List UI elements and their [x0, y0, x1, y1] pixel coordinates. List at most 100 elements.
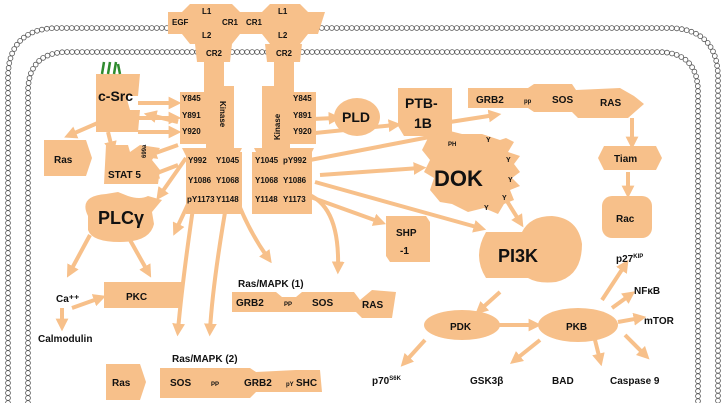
lipid-head — [25, 225, 31, 231]
lipid-head — [383, 25, 390, 31]
lipid-head — [629, 49, 635, 55]
lipid-head — [638, 25, 645, 31]
lipid-head — [474, 49, 480, 55]
py-label: pY — [286, 382, 294, 388]
lipid-head — [613, 25, 620, 31]
pi3k-label: PI3K — [498, 246, 538, 266]
lipid-head — [695, 328, 701, 334]
lipid-head — [695, 208, 701, 214]
lipid-head — [715, 172, 721, 179]
lipid-head — [418, 25, 425, 31]
lipid-head — [25, 80, 32, 86]
lipid-head — [338, 25, 345, 31]
lipid-head — [695, 118, 701, 124]
lipid-head — [695, 228, 701, 234]
lipid-head — [14, 41, 20, 48]
lipid-head — [25, 135, 31, 141]
left-y891: Y891 — [182, 111, 201, 120]
lipid-head — [682, 56, 689, 63]
lipid-head — [124, 49, 130, 55]
lipid-head — [5, 195, 11, 201]
lipid-head — [715, 362, 721, 369]
p27-label: p27KIP — [616, 254, 643, 265]
lipid-head — [5, 240, 11, 246]
lipid-head — [715, 252, 721, 259]
lipid-head — [695, 258, 701, 264]
lipid-head — [25, 105, 31, 111]
lipid-head — [6, 60, 13, 66]
left-y1148: Y1148 — [216, 195, 239, 204]
lipid-head — [695, 343, 701, 349]
lipid-head — [79, 49, 85, 55]
lipid-head — [599, 49, 605, 55]
lipid-head — [89, 25, 95, 31]
lipid-head — [343, 25, 350, 31]
lipid-head — [694, 78, 700, 84]
lipid-head — [695, 198, 701, 204]
lipid-head — [25, 390, 31, 396]
lipid-head — [25, 260, 31, 266]
lipid-head — [29, 29, 36, 36]
lipid-head — [588, 25, 595, 31]
lipid-head — [69, 49, 75, 55]
lipid-head — [695, 168, 701, 174]
lipid-head — [653, 25, 660, 31]
pkb-label: PKB — [566, 322, 587, 333]
lipid-head — [695, 348, 701, 354]
lipid-head — [494, 49, 500, 55]
lipid-head — [119, 25, 125, 31]
left-l2-label: L2 — [202, 31, 212, 40]
mtor-label: mTOR — [644, 316, 675, 327]
pdk-node: PDK — [424, 310, 500, 340]
lipid-head — [34, 27, 40, 34]
lipid-head — [444, 49, 450, 55]
lipid-head — [373, 25, 380, 31]
lipid-head — [5, 280, 11, 286]
lipid-head — [695, 203, 701, 209]
lipid-head — [25, 85, 31, 91]
lipid-head — [149, 25, 155, 31]
left-cr2-label: CR2 — [206, 49, 223, 58]
lipid-head — [5, 80, 11, 86]
lipid-head — [5, 110, 11, 116]
lipid-head — [715, 347, 721, 354]
lipid-head — [715, 227, 721, 234]
lipid-head — [691, 68, 698, 75]
lipid-head — [174, 49, 180, 55]
lipid-head — [695, 313, 701, 319]
lipid-head — [5, 250, 11, 256]
lipid-head — [695, 278, 701, 284]
tiam-node: Tiam — [598, 146, 662, 170]
lipid-head — [695, 178, 701, 184]
lipid-head — [715, 292, 721, 299]
lipid-head — [715, 132, 721, 139]
lipid-head — [5, 265, 11, 271]
lipid-head — [109, 49, 115, 55]
lipid-head — [5, 325, 11, 331]
lipid-head — [715, 152, 721, 159]
lipid-head — [695, 128, 701, 134]
left-y920: Y920 — [182, 127, 201, 136]
lipid-head — [25, 150, 31, 156]
lipid-head — [5, 75, 11, 81]
lipid-head — [715, 257, 721, 264]
lipid-head — [695, 223, 701, 229]
lipid-head — [333, 25, 340, 31]
lipid-head — [695, 98, 701, 104]
grb2-1-label: GRB2 — [236, 298, 264, 309]
lipid-head — [5, 180, 11, 186]
lipid-head — [5, 275, 11, 281]
lipid-head — [715, 167, 721, 174]
lipid-head — [695, 318, 701, 324]
lipid-head — [25, 120, 31, 126]
lipid-head — [5, 255, 11, 261]
lipid-head — [695, 233, 701, 239]
lipid-head — [25, 315, 31, 321]
right-y845: Y845 — [293, 94, 312, 103]
lipid-head — [695, 293, 701, 299]
lipid-head — [11, 46, 17, 52]
lipid-head — [25, 210, 31, 216]
lipid-head — [695, 283, 701, 289]
lipid-head — [663, 25, 670, 31]
lipid-head — [74, 25, 80, 31]
